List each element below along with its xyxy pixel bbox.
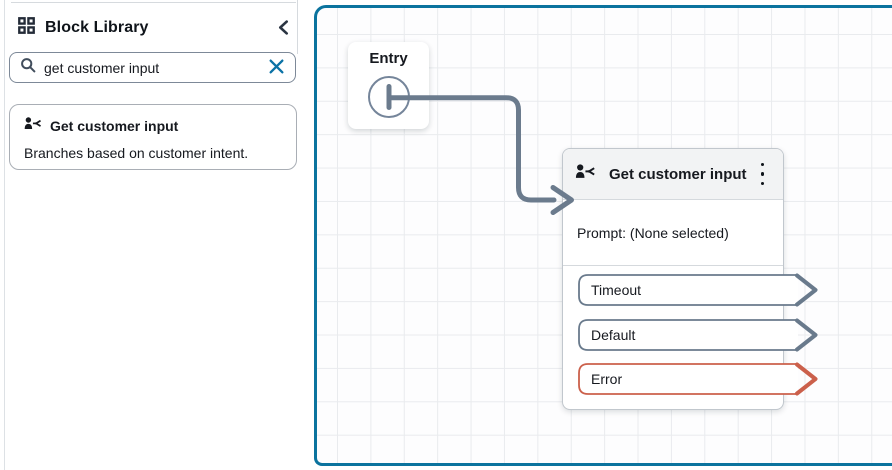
chevron-right-arrow-icon[interactable]	[795, 362, 818, 396]
close-icon	[268, 58, 285, 78]
block-title: Get customer input	[609, 165, 747, 183]
branch-timeout[interactable]: Timeout	[577, 273, 819, 307]
block-search	[9, 52, 296, 83]
branch-label: Default	[591, 327, 636, 343]
prompt-label: Prompt: (None selected)	[577, 224, 729, 241]
block-header: Get customer input	[563, 149, 783, 200]
grid-icon	[18, 17, 35, 39]
block-prompt-row: Prompt: (None selected)	[563, 200, 783, 266]
panel-top-divider	[11, 2, 296, 3]
kebab-menu-icon[interactable]	[754, 158, 772, 191]
branch-pill-outline	[578, 274, 798, 306]
chevron-right-arrow-icon[interactable]	[795, 318, 818, 352]
entry-block[interactable]: Entry	[348, 42, 429, 129]
panel-title: Block Library	[45, 19, 149, 36]
search-input[interactable]	[44, 59, 260, 76]
customer-intent-icon	[24, 117, 42, 135]
panel-edge-divider	[297, 0, 298, 54]
chevron-left-icon	[277, 20, 290, 38]
branch-label: Timeout	[591, 282, 642, 298]
branch-label: Error	[591, 371, 623, 387]
branch-pill-outline	[578, 363, 798, 395]
block-library-item-get-customer-input[interactable]: Get customer input Branches based on cus…	[9, 104, 297, 170]
clear-search-button[interactable]	[268, 58, 285, 78]
branch-pill-outline	[578, 319, 798, 351]
entry-block-title: Entry	[369, 50, 408, 67]
collapse-panel-button[interactable]	[271, 17, 295, 41]
block-library-panel: Block Library	[4, 0, 297, 470]
branch-error[interactable]: Error	[577, 362, 819, 396]
customer-intent-icon	[575, 164, 596, 184]
chevron-right-arrow-icon[interactable]	[795, 273, 818, 307]
entry-port-bar	[386, 84, 391, 110]
block-item-header: Get customer input	[24, 117, 178, 135]
panel-header: Block Library	[18, 17, 149, 39]
search-icon	[20, 57, 36, 78]
entry-port-icon[interactable]	[367, 76, 410, 118]
branch-default[interactable]: Default	[577, 318, 819, 352]
block-item-title: Get customer input	[50, 118, 179, 134]
block-item-description: Branches based on customer intent.	[24, 145, 249, 161]
get-customer-input-block[interactable]: Get customer input Prompt: (None selecte…	[562, 148, 818, 410]
